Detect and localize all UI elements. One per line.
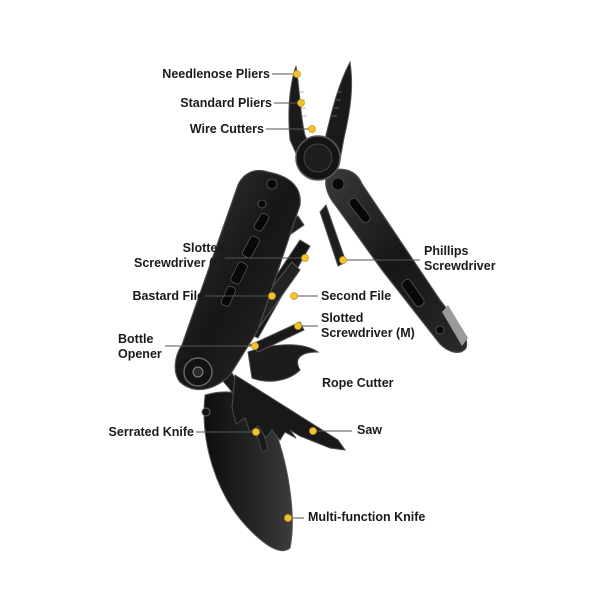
label-phillips-screwdriver-line1: Phillips xyxy=(424,244,469,258)
label-standard-pliers: Standard Pliers xyxy=(180,96,272,110)
marker-needlenose-pliers xyxy=(293,70,301,78)
label-slotted-screwdriver-l-line1: Slotted xyxy=(182,241,225,255)
marker-second-file xyxy=(290,292,298,300)
marker-multi-function-knife xyxy=(284,514,292,522)
label-serrated-knife: Serrated Knife xyxy=(108,425,194,439)
label-phillips-screwdriver-line2: Screwdriver xyxy=(424,259,496,273)
label-slotted-screwdriver-l-line2: Screwdriver (L) xyxy=(133,256,225,270)
marker-bastard-file xyxy=(268,292,276,300)
leader-lines xyxy=(165,73,420,519)
label-bastard-file: Bastard File xyxy=(132,289,204,303)
label-slotted-screwdriver-m-line2: Screwdriver (M) xyxy=(321,326,415,340)
marker-saw xyxy=(309,427,317,435)
marker-bottle-opener xyxy=(251,342,259,350)
label-multi-function-knife: Multi-function Knife xyxy=(308,510,426,524)
phillips-screwdriver-tool xyxy=(319,204,347,267)
rope-cutter-hook xyxy=(247,344,320,382)
marker-slotted-screwdriver-m xyxy=(294,322,302,330)
label-second-file: Second File xyxy=(321,289,392,303)
right-handle-edge xyxy=(442,305,468,346)
label-saw: Saw xyxy=(357,423,383,437)
tool-markers xyxy=(251,70,347,522)
marker-phillips-screwdriver xyxy=(339,256,347,264)
label-slotted-screwdriver-l: Slotted Screwdriver (L) xyxy=(134,241,225,271)
label-bottle-opener-line2: Opener xyxy=(118,347,162,361)
right-handle-cutouts xyxy=(331,177,445,335)
label-bottle-opener: Bottle Opener xyxy=(118,332,162,362)
lower-rivet xyxy=(201,407,211,417)
label-phillips-screwdriver: Phillips Screwdriver xyxy=(424,244,496,274)
label-slotted-screwdriver-m: Slotted Screwdriver (M) xyxy=(321,311,415,341)
left-handle-cutouts xyxy=(220,178,278,307)
label-slotted-screwdriver-m-line1: Slotted xyxy=(321,311,364,325)
label-rope-cutter: Rope Cutter xyxy=(322,376,394,390)
pivot-screw xyxy=(192,366,204,378)
marker-serrated-knife xyxy=(252,428,260,436)
marker-wire-cutters xyxy=(308,125,316,133)
marker-standard-pliers xyxy=(297,99,305,107)
pliers-pivot-inner xyxy=(303,143,333,173)
label-wire-cutters: Wire Cutters xyxy=(189,122,264,136)
marker-slotted-screwdriver-l xyxy=(301,254,309,262)
label-needlenose-pliers: Needlenose Pliers xyxy=(162,67,270,81)
label-bottle-opener-line1: Bottle xyxy=(118,332,154,346)
